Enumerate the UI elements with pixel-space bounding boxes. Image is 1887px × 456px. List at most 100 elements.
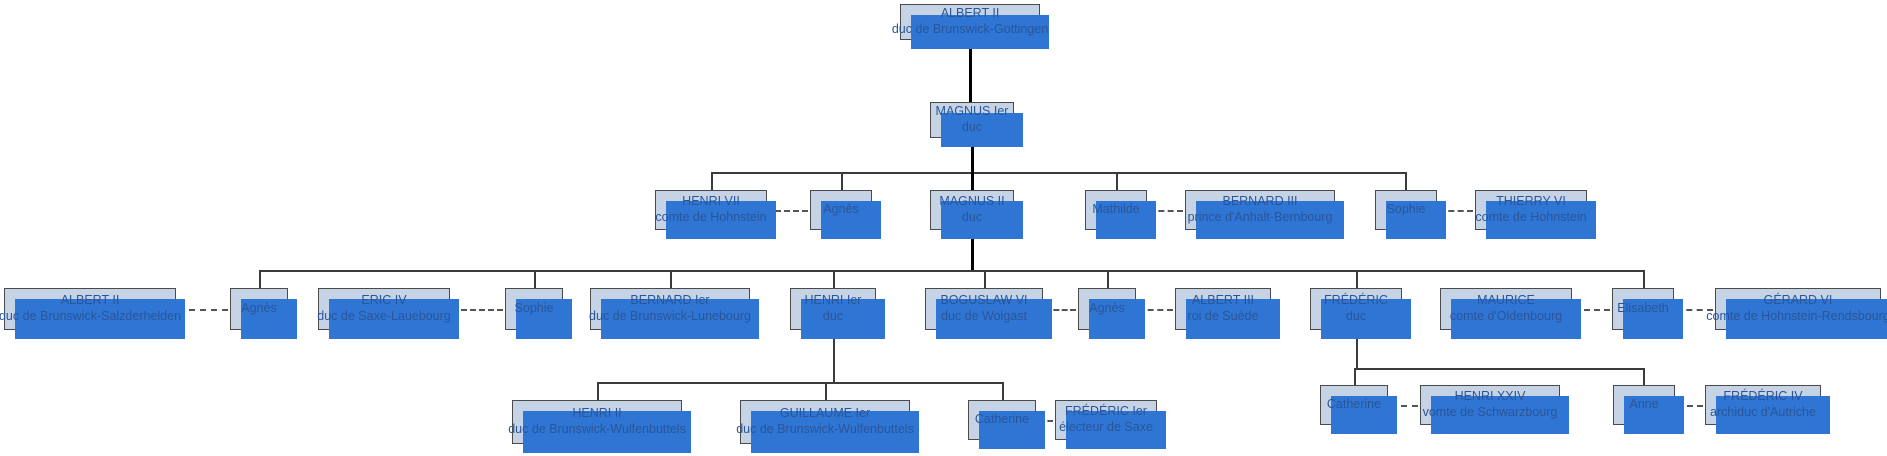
person-title: duc [1345,309,1367,323]
sibling-bus-level3 [711,172,1405,174]
marriage-link-elisabeth-gerard6 [1676,309,1713,311]
sibling-bus-level4 [259,270,1644,272]
person-name: ALBERT II [940,6,1000,21]
person-name: Catherine [1326,397,1382,412]
person-node-elisabeth[interactable]: Elisabeth [1612,288,1683,339]
node-shadow [15,299,185,339]
node-shadow [1431,396,1569,434]
node-shadow [1716,396,1830,434]
drop-henri1 [833,270,835,288]
node-shadow [1066,411,1166,449]
node-shadow [936,299,1052,339]
node-shadow [801,299,885,339]
person-title: duc de Brunswick-Salzderhelden [0,309,182,323]
person-node-agnes_b[interactable]: Agnès [230,288,297,339]
node-shadow [1486,201,1596,239]
node-shadow [1196,201,1344,239]
sibling-bus-frederic [1354,368,1645,370]
person-name: Sophie [1386,202,1426,217]
person-name: BERNARD Ier [630,293,710,308]
person-name: Agnès [823,202,859,217]
person-title: archiduc d'Autriche [1710,405,1816,419]
person-node-agnes_a[interactable]: Agnès [810,190,881,239]
person-name: Agnès [1089,301,1125,316]
drop-anne [1643,368,1645,385]
person-node-anne[interactable]: Anne [1613,385,1684,434]
person-name: FRÉDÉRIC Ier [1065,404,1147,419]
node-shadow [911,15,1049,49]
node-shadow [941,113,1023,147]
node-shadow [516,299,572,339]
marriage-link-henri7-agnes_a [775,210,808,212]
person-name: HENRI XXIV [1454,389,1526,404]
drop-sophie-b [534,270,536,288]
person-name: MAURICE [1477,293,1535,308]
connector-magnus2-down [971,230,974,270]
drop-frederic [1356,270,1358,288]
node-shadow [1386,201,1446,239]
person-title: duc de Brunswick-Lunebourg [589,309,751,323]
person-name: HENRI Ier [804,293,862,308]
node-shadow [1623,299,1683,339]
person-node-catherine_a[interactable]: Catherine [968,400,1045,449]
person-name: Agnès [241,301,277,316]
person-name: Elisabeth [1617,301,1669,316]
connector-albert2g-magnus1 [969,40,972,102]
person-title: comte de Hohnstein [1475,210,1587,224]
person-name: ALBERT III [1191,293,1255,308]
person-title: duc [961,210,983,224]
drop-catherine-a [1002,382,1004,400]
person-title: roi de Suède [1187,309,1259,323]
drop-magnus2 [971,172,974,190]
person-node-mathilde[interactable]: Mathilde [1085,190,1156,239]
node-shadow [1726,299,1887,339]
node-shadow [979,411,1045,449]
connector-frederic-down [1356,330,1358,368]
node-shadow [1089,299,1145,339]
node-shadow [821,201,881,239]
drop-agnes-a [841,172,843,190]
drop-mathilde [1116,172,1118,190]
person-name: ALBERT II [60,293,120,308]
person-title: comte de Hohnstein [655,210,767,224]
connector-henri1-down [833,330,835,382]
marriage-link-anne-frederic4 [1677,405,1703,407]
person-title: prince d'Anhalt-Bernbourg [1187,210,1333,224]
person-name: HENRI II [572,406,622,421]
person-node-agnes_c[interactable]: Agnès [1078,288,1145,339]
person-name: MAGNUS II [939,194,1005,209]
person-title: duc de Wolgast [941,309,1027,323]
person-title: électeur de Saxe [1059,420,1153,434]
person-name: MAGNUS Ier [935,104,1009,119]
marriage-link-sophie_a-thierry6 [1439,210,1473,212]
person-node-sophie_a[interactable]: Sophie [1375,190,1446,239]
node-shadow [1451,299,1581,339]
person-node-catherine_b[interactable]: Catherine [1320,385,1397,434]
person-name: Mathilde [1092,202,1140,217]
connector-magnus1-down [971,138,974,172]
person-name: Anne [1629,397,1659,412]
person-node-sophie_b[interactable]: Sophie [505,288,572,339]
person-name: Catherine [974,412,1030,427]
